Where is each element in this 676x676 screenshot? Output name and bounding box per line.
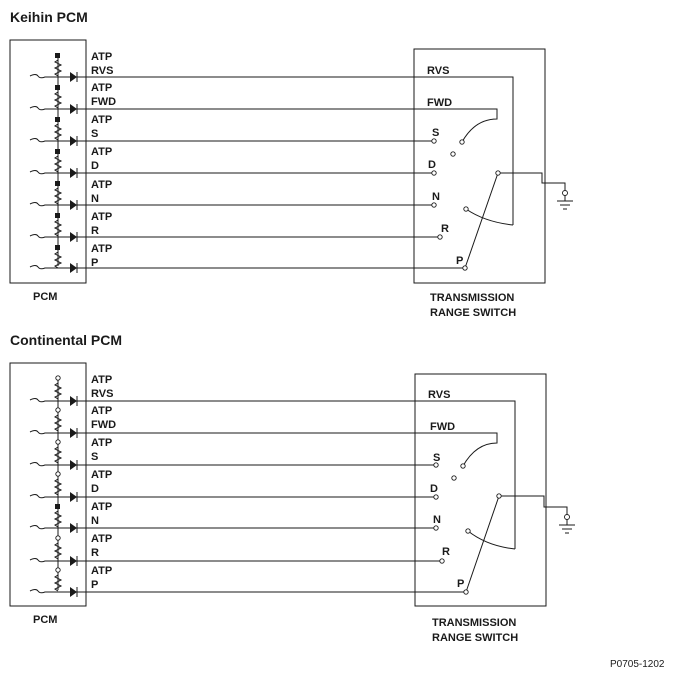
channel-label-fwd: FWD — [91, 96, 116, 108]
channel-label-d: D — [91, 483, 99, 495]
switch-label-n: N — [433, 514, 441, 526]
switch-label-r: R — [442, 546, 450, 558]
switch-label-s: S — [433, 452, 440, 464]
atp-label-fwd: ATP — [91, 405, 112, 417]
switch-box — [414, 373, 547, 607]
pcm-box — [9, 39, 87, 284]
atp-label-p: ATP — [91, 565, 112, 577]
wire-fwd — [29, 106, 498, 143]
channel-label-rvs: RVS — [91, 65, 113, 77]
switch-label-p: P — [456, 255, 463, 267]
keihin-diagram: Keihin PCM PCM TRANSMISSION RANGE SWITCH… — [9, 9, 573, 319]
wire-n — [29, 202, 434, 207]
channel-label-s: S — [91, 451, 98, 463]
switch-label-line2: RANGE SWITCH — [430, 307, 516, 319]
diagram-title: Continental PCM — [10, 332, 122, 348]
switch-label-d: D — [430, 483, 438, 495]
pcm-internal-circuitry — [53, 375, 78, 597]
switch-mechanism — [431, 138, 566, 271]
switch-label-rvs: RVS — [427, 65, 449, 77]
figure-reference: P0705-1202 — [610, 659, 665, 670]
switch-label-d: D — [428, 159, 436, 171]
switch-label-n: N — [432, 191, 440, 203]
channel-label-s: S — [91, 128, 98, 140]
pcm-label: PCM — [33, 614, 57, 626]
atp-label-rvs: ATP — [91, 374, 112, 386]
channel-label-p: P — [91, 257, 98, 269]
ground-symbol — [557, 190, 573, 210]
switch-label-line1: TRANSMISSION — [430, 292, 514, 304]
atp-label-p: ATP — [91, 243, 112, 255]
wire-n — [29, 525, 436, 530]
atp-label-s: ATP — [91, 437, 112, 449]
wire-r — [29, 558, 442, 563]
switch-box — [413, 48, 546, 284]
atp-label-r: ATP — [91, 211, 112, 223]
wire-s — [29, 138, 434, 143]
atp-label-fwd: ATP — [91, 82, 112, 94]
atp-label-d: ATP — [91, 469, 112, 481]
channel-label-n: N — [91, 193, 99, 205]
atp-label-n: ATP — [91, 501, 112, 513]
channel-label-p: P — [91, 579, 98, 591]
channel-label-fwd: FWD — [91, 419, 116, 431]
wire-rvs — [29, 398, 516, 549]
channel-label-r: R — [91, 547, 99, 559]
switch-label-rvs: RVS — [428, 389, 450, 401]
ground-symbol — [559, 514, 575, 534]
wire-d — [29, 170, 434, 175]
switch-mechanism — [433, 462, 568, 595]
pcm-internal-circuitry — [53, 53, 78, 273]
diagram-title: Keihin PCM — [10, 9, 88, 25]
switch-label-line1: TRANSMISSION — [432, 617, 516, 629]
wire-s — [29, 462, 436, 467]
channel-label-n: N — [91, 515, 99, 527]
pcm-box — [9, 362, 87, 607]
wire-d — [29, 494, 436, 499]
switch-label-p: P — [457, 578, 464, 590]
wire-r — [29, 234, 440, 239]
atp-label-s: ATP — [91, 114, 112, 126]
switch-label-fwd: FWD — [430, 421, 455, 433]
atp-label-d: ATP — [91, 146, 112, 158]
pcm-label: PCM — [33, 291, 57, 303]
atp-label-r: ATP — [91, 533, 112, 545]
channel-label-rvs: RVS — [91, 388, 113, 400]
atp-label-rvs: ATP — [91, 51, 112, 63]
wire-fwd — [29, 430, 498, 467]
atp-label-n: ATP — [91, 179, 112, 191]
channel-label-r: R — [91, 225, 99, 237]
switch-label-r: R — [441, 223, 449, 235]
channel-label-d: D — [91, 160, 99, 172]
switch-label-fwd: FWD — [427, 97, 452, 109]
switch-label-line2: RANGE SWITCH — [432, 632, 518, 644]
switch-label-s: S — [432, 127, 439, 139]
continental-diagram: Continental PCM PCM TRANSMISSION RANGE S… — [9, 332, 575, 644]
wire-p — [29, 265, 465, 270]
wire-rvs — [29, 74, 514, 225]
wire-p — [29, 589, 466, 594]
